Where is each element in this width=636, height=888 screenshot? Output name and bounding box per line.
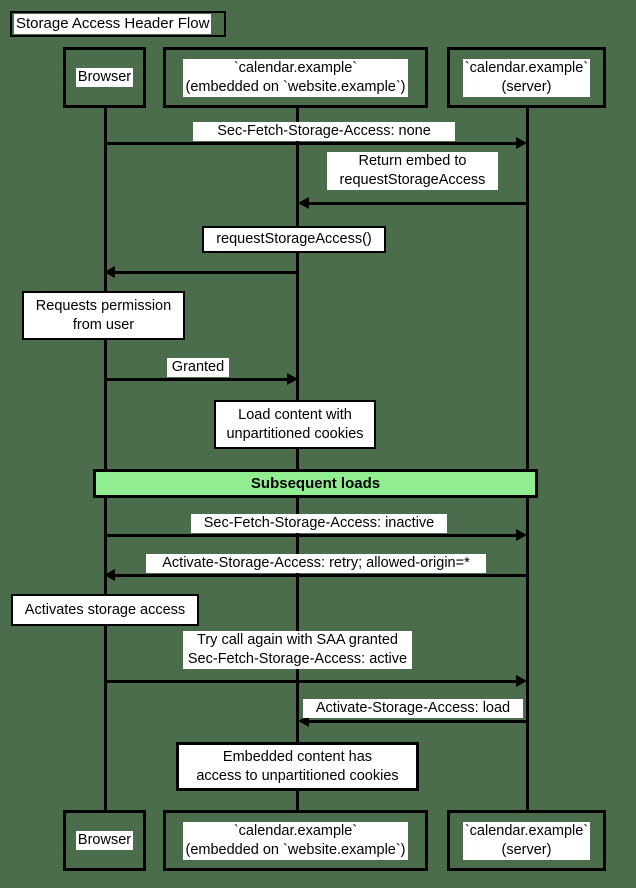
- message-label-m4: Granted: [167, 358, 229, 377]
- lifeline-server: [526, 108, 529, 810]
- message-line-m7: [105, 680, 516, 683]
- participant-browser-bottom-label: Browser: [75, 831, 134, 850]
- lifeline-browser: [104, 108, 107, 810]
- message-line-m5: [105, 534, 516, 537]
- lifeline-embed: [296, 108, 299, 810]
- message-arrowhead-m2: [298, 197, 309, 209]
- message-label-m7: Try call again with SAA granted Sec-Fetc…: [183, 631, 412, 669]
- message-arrowhead-m7: [516, 675, 527, 687]
- note-requests-permission: Requests permission from user: [22, 291, 185, 340]
- message-line-m6: [105, 574, 527, 577]
- message-line-m3: [105, 271, 298, 274]
- participant-embed-bottom[interactable]: `calendar.example` (embedded on `website…: [163, 810, 428, 871]
- participant-embed-top[interactable]: `calendar.example` (embedded on `website…: [163, 47, 428, 108]
- message-line-m4: [105, 378, 287, 381]
- message-arrowhead-m6: [104, 569, 115, 581]
- participant-embed-top-label: `calendar.example` (embedded on `website…: [183, 58, 408, 97]
- message-label-m2: Return embed to requestStorageAccess: [327, 152, 498, 190]
- message-arrowhead-m8: [298, 715, 309, 727]
- participant-browser-top[interactable]: Browser: [63, 47, 146, 108]
- message-label-m5: Sec-Fetch-Storage-Access: inactive: [191, 514, 447, 533]
- participant-server-bottom[interactable]: `calendar.example` (server): [447, 810, 606, 871]
- message-label-m1: Sec-Fetch-Storage-Access: none: [193, 122, 455, 141]
- participant-server-top-label: `calendar.example` (server): [462, 58, 591, 97]
- message-arrowhead-m1: [516, 137, 527, 149]
- message-arrowhead-m5: [516, 529, 527, 541]
- message-label-m6: Activate-Storage-Access: retry; allowed-…: [146, 554, 486, 573]
- participant-browser-top-label: Browser: [75, 68, 134, 87]
- section-subsequent-loads: Subsequent loads: [93, 469, 538, 498]
- message-line-m1: [105, 142, 516, 145]
- message-line-m2: [309, 202, 527, 205]
- message-label-m8: Activate-Storage-Access: load: [303, 699, 523, 718]
- message-line-m8: [309, 720, 527, 723]
- participant-browser-bottom[interactable]: Browser: [63, 810, 146, 871]
- note-load-content: Load content with unpartitioned cookies: [214, 400, 376, 449]
- participant-server-top[interactable]: `calendar.example` (server): [447, 47, 606, 108]
- note-embedded-content-access: Embedded content has access to unpartiti…: [176, 742, 419, 791]
- section-subsequent-loads-label: Subsequent loads: [250, 475, 381, 492]
- message-arrowhead-m4: [287, 373, 298, 385]
- message-label-m3: requestStorageAccess(): [202, 226, 386, 253]
- diagram-title: Storage Access Header Flow: [14, 14, 212, 34]
- participant-embed-bottom-label: `calendar.example` (embedded on `website…: [183, 821, 408, 860]
- note-activates-storage-access: Activates storage access: [11, 594, 199, 626]
- message-arrowhead-m3: [104, 266, 115, 278]
- participant-server-bottom-label: `calendar.example` (server): [462, 821, 591, 860]
